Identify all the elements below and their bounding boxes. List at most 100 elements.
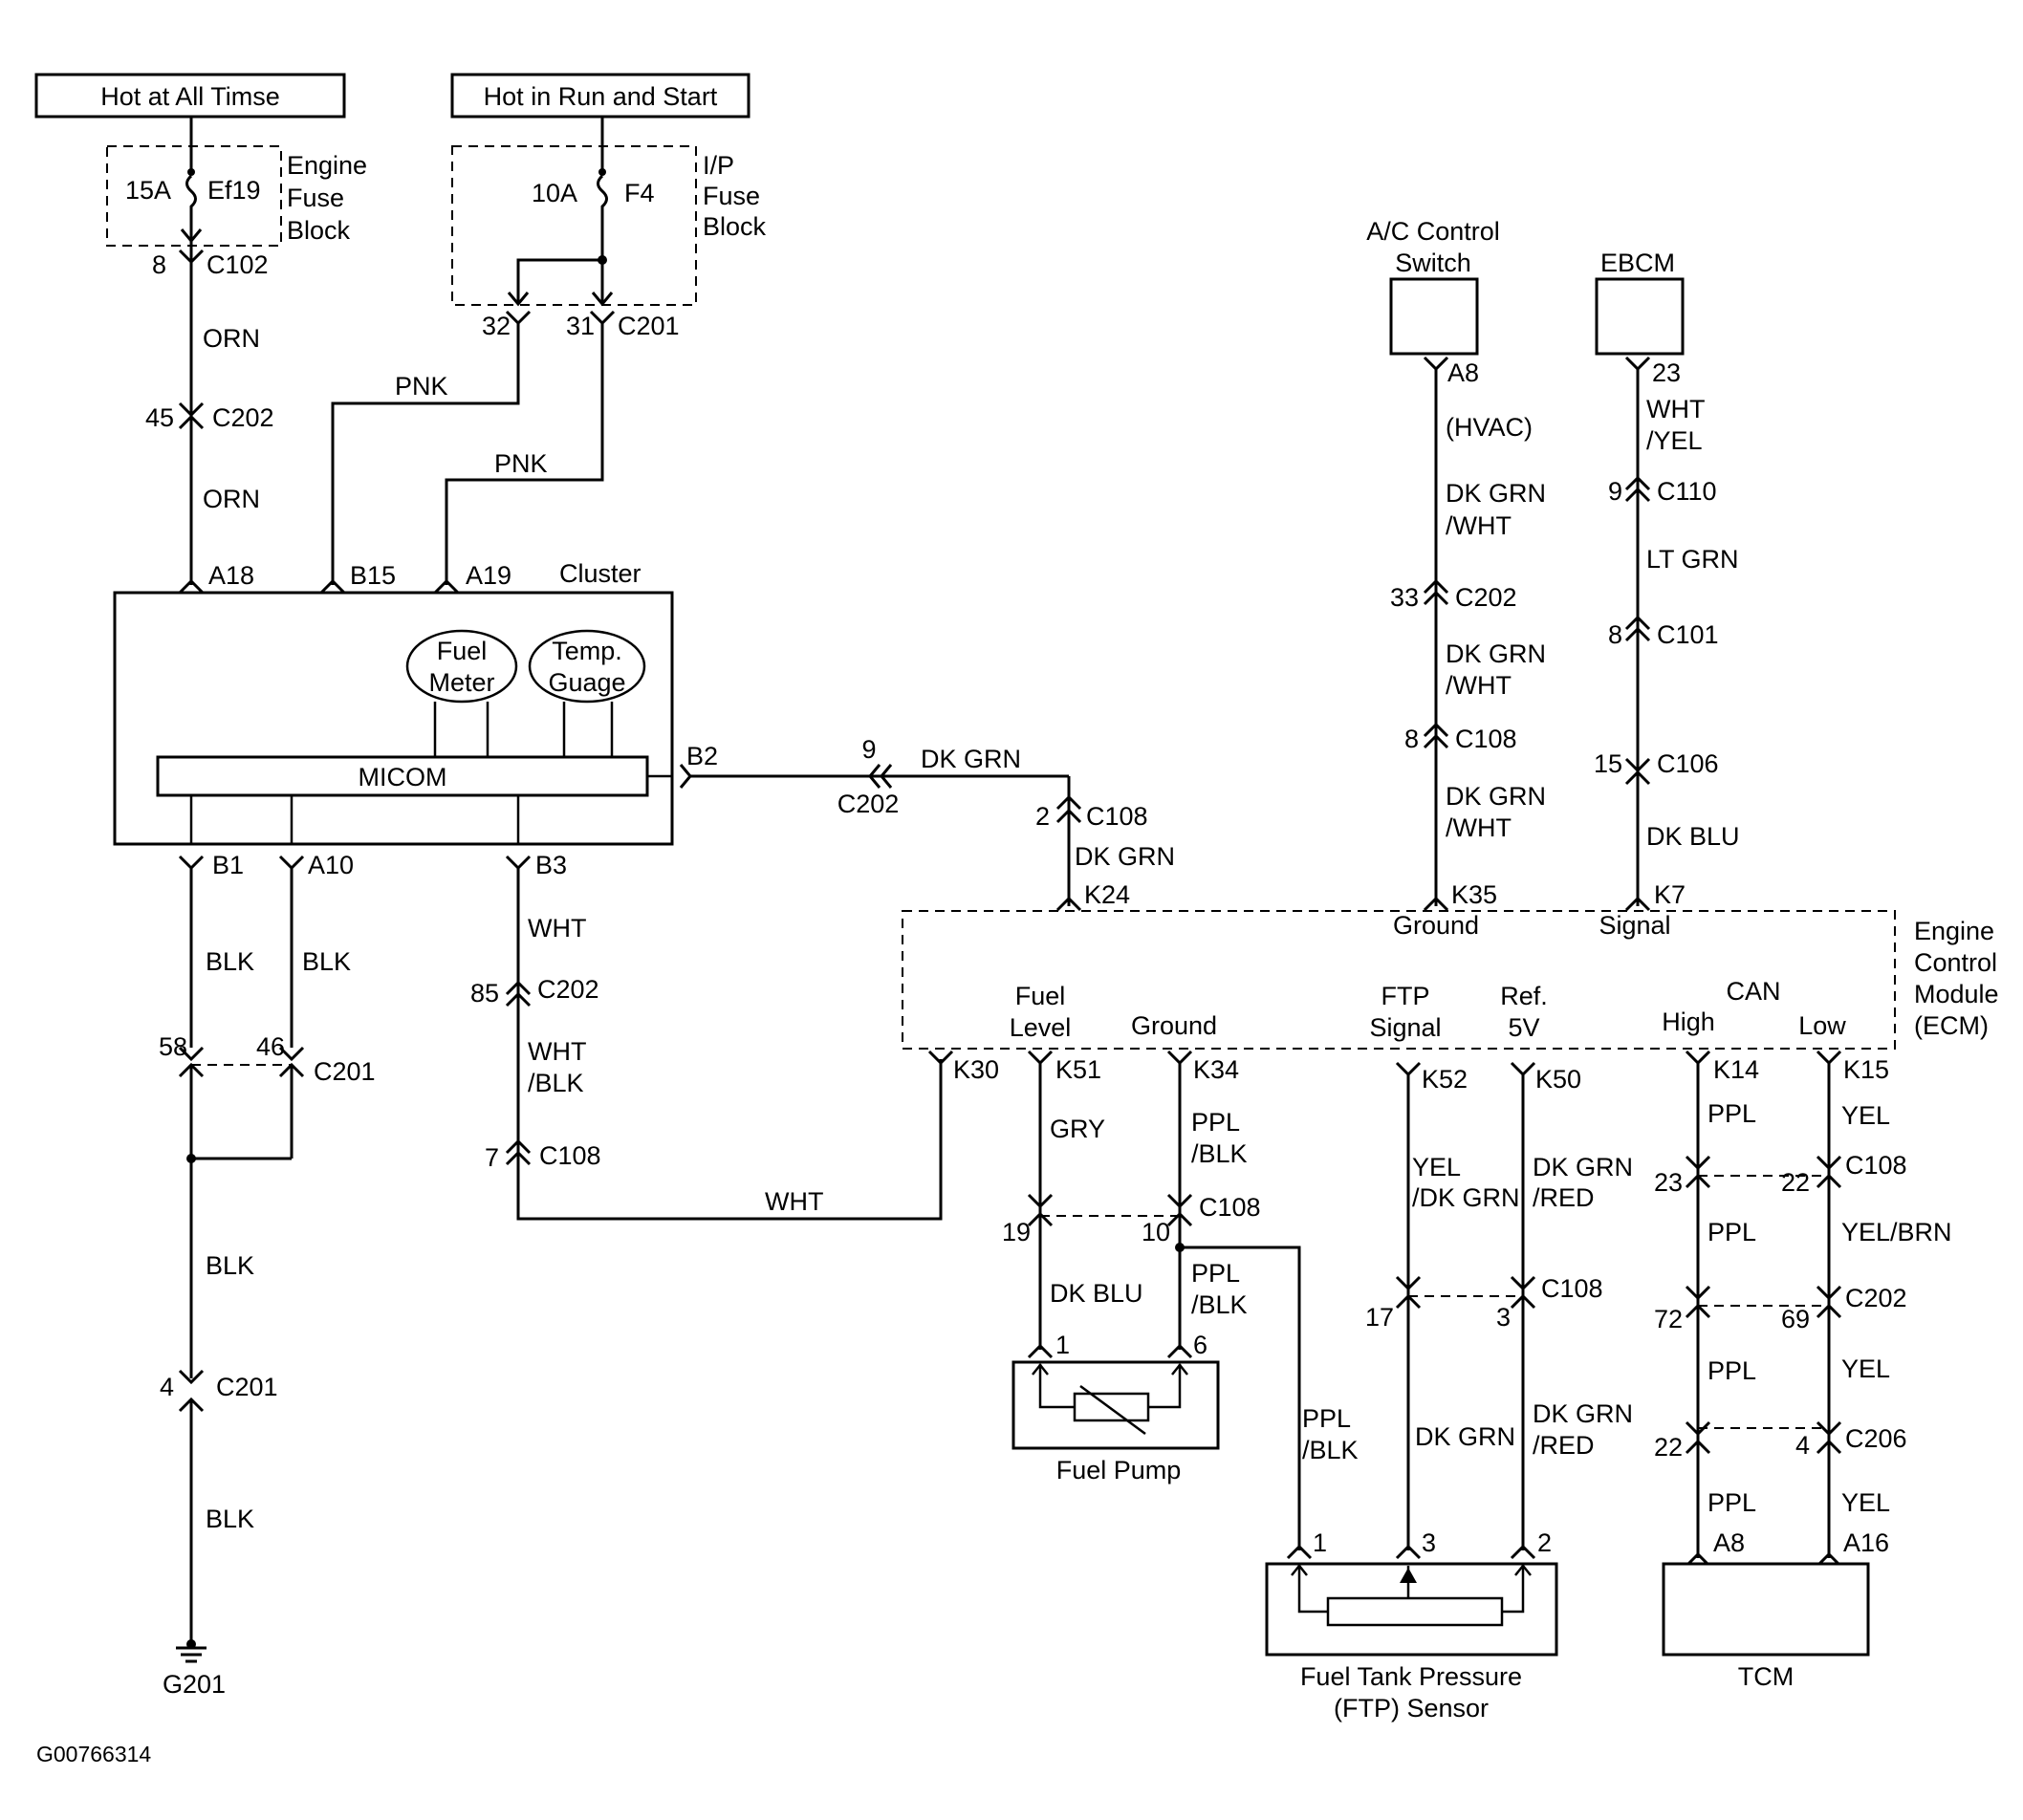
micom-label: MICOM [359, 763, 447, 791]
wire-pplblk-1a: PPL [1191, 1108, 1240, 1137]
temp-gauge-label-1: Temp. [552, 637, 622, 665]
fuel-meter-label-2: Meter [428, 668, 494, 697]
c201-pin-4: 4 [160, 1373, 174, 1401]
ecm-pin-k15: K15 [1843, 1055, 1889, 1084]
ecm-pin-k24: K24 [1084, 880, 1130, 909]
wire-pplblk-2b: /BLK [1191, 1290, 1248, 1319]
fuel-pump-label: Fuel Pump [1056, 1456, 1182, 1484]
ecm-pin-k51: K51 [1055, 1055, 1101, 1084]
wire-blk-label-1: BLK [206, 947, 254, 976]
figure-id: G00766314 [36, 1742, 151, 1766]
ecm-can-high: High [1662, 1008, 1715, 1036]
fuel-meter [405, 629, 518, 704]
cluster-pin-a18: A18 [208, 561, 254, 590]
c108-label-3: C108 [1455, 725, 1517, 753]
wire-dkgrnwht-1b: /WHT [1446, 511, 1512, 540]
c206-pin-22: 22 [1654, 1433, 1683, 1462]
ac-switch-pin: A8 [1447, 358, 1479, 387]
wire-dkgrnwht-2a: DK GRN [1446, 639, 1546, 668]
wire-orn-label-1: ORN [203, 324, 260, 353]
c202-label-4: C202 [1455, 583, 1517, 612]
variable-resistor-icon [1073, 1392, 1150, 1422]
ip-fuse-block: 10A F4 I/P Fuse Block [451, 117, 767, 307]
ecm-pin-k30: K30 [953, 1055, 999, 1084]
ecm-ref-2: 5V [1508, 1013, 1539, 1042]
ecm-ground-top: Ground [1393, 911, 1479, 940]
c201-pin-58: 58 [159, 1032, 187, 1061]
ip-fuse-amp: 10A [532, 179, 577, 207]
ecm-can: CAN [1726, 977, 1780, 1006]
wire-dkgrnwht-3b: /WHT [1446, 813, 1512, 842]
c108-pin-2: 2 [1035, 802, 1050, 831]
wire-ltgrn-label: LT GRN [1646, 545, 1739, 574]
ecm-label-4: (ECM) [1914, 1011, 1989, 1040]
c108-pin-17: 17 [1365, 1303, 1394, 1332]
engine-fuse-block-label-1: Engine [287, 151, 367, 180]
ecm-pin-k52: K52 [1422, 1065, 1468, 1094]
tcm-label: TCM [1738, 1662, 1794, 1691]
wire-dkgrnwht-3a: DK GRN [1446, 782, 1546, 811]
wire-pnk: PNK PNK [319, 323, 604, 595]
ecm-can-low: Low [1798, 1011, 1846, 1040]
ip-fuse-id: F4 [624, 179, 655, 207]
wire-blk-label-4: BLK [206, 1505, 254, 1533]
fuse-icon [597, 174, 608, 304]
wire-wht-label-1: WHT [528, 914, 586, 942]
wire-dkgrnred-2a: DK GRN [1533, 1399, 1633, 1428]
wire-hvac-label: (HVAC) [1446, 413, 1533, 442]
ftp-pin-2: 2 [1537, 1528, 1552, 1557]
wire-whtyel-2: /YEL [1646, 426, 1703, 455]
wire-ppl-label-2: PPL [1708, 1218, 1756, 1246]
c108-pin-22: 22 [1781, 1168, 1810, 1197]
c206-label: C206 [1845, 1424, 1907, 1453]
wire-yel-label-3: YEL [1841, 1488, 1890, 1517]
fuel-pump: Fuel Pump [1012, 1360, 1220, 1484]
ecm-fuel-level-2: Level [1010, 1013, 1072, 1042]
wire-yel-label-1: YEL [1841, 1101, 1890, 1130]
wire-gry-label: GRY [1050, 1115, 1105, 1143]
c102-pin: 8 [152, 250, 166, 279]
c106-label: C106 [1657, 749, 1719, 778]
c202-pin-69: 69 [1781, 1305, 1810, 1333]
c108-label-1: C108 [1086, 802, 1148, 831]
ip-fuse-block-label-2: Fuse [703, 182, 760, 210]
wire-dkgrnred-1b: /RED [1533, 1183, 1595, 1212]
wire-yel-label-2: YEL [1841, 1354, 1890, 1383]
c101-label: C101 [1657, 620, 1719, 649]
c201-pin-31: 31 [566, 312, 595, 340]
wire-yeldkgrn-1: YEL [1412, 1153, 1461, 1181]
ecm-label-2: Control [1914, 948, 1997, 977]
wire-wht-label-2: WHT [765, 1187, 823, 1216]
c201-label-1: C201 [618, 312, 680, 340]
ftp-sensor-label-1: Fuel Tank Pressure [1300, 1662, 1522, 1691]
ac-switch-label-2: Switch [1395, 249, 1471, 277]
cluster-pin-a19: A19 [466, 561, 511, 590]
hot-run-start-label: Hot in Run and Start [484, 82, 718, 111]
wire-wht-blk-label-2: /BLK [528, 1069, 584, 1097]
ecm-ref-1: Ref. [1500, 982, 1548, 1010]
engine-fuse-block-label-2: Fuse [287, 184, 344, 212]
power-hot-all-times: Hot at All Timse [34, 73, 346, 119]
ecm-ftp-signal-1: FTP [1381, 982, 1430, 1010]
c201-pin-46: 46 [256, 1032, 285, 1061]
c110-label: C110 [1657, 477, 1717, 506]
c201-label-3: C201 [216, 1373, 278, 1401]
engine-fuse-id: Ef19 [207, 176, 261, 205]
wire-pnk-label-2: PNK [494, 449, 548, 478]
cluster-label: Cluster [559, 559, 642, 588]
cluster-pin-b3: B3 [535, 851, 567, 879]
tcm-pin-a16: A16 [1843, 1528, 1889, 1557]
c202-pin-72: 72 [1654, 1305, 1683, 1333]
ftp-sensor-label-2: (FTP) Sensor [1334, 1694, 1489, 1722]
ac-switch-label-1: A/C Control [1366, 217, 1500, 246]
ip-fuse-block-label-1: I/P [703, 151, 734, 180]
c108-label-5: C108 [1541, 1274, 1603, 1303]
wire-dk-grn-b2: B2 9 C202 DK GRN 2 C108 DK GRN K24 [679, 735, 1175, 912]
wire-whtyel-1: WHT [1646, 395, 1705, 423]
wire-orn: 8 C102 ORN 45 C202 ORN [145, 241, 274, 595]
c202-label-3: C202 [537, 975, 599, 1004]
ebcm: EBCM 23 WHT /YEL 9 C110 LT GRN 8 C101 15… [1594, 249, 1740, 912]
c108-pin-7: 7 [485, 1143, 499, 1172]
c108-pin-10: 10 [1142, 1218, 1170, 1246]
wire-ppl-label-1: PPL [1708, 1099, 1756, 1128]
